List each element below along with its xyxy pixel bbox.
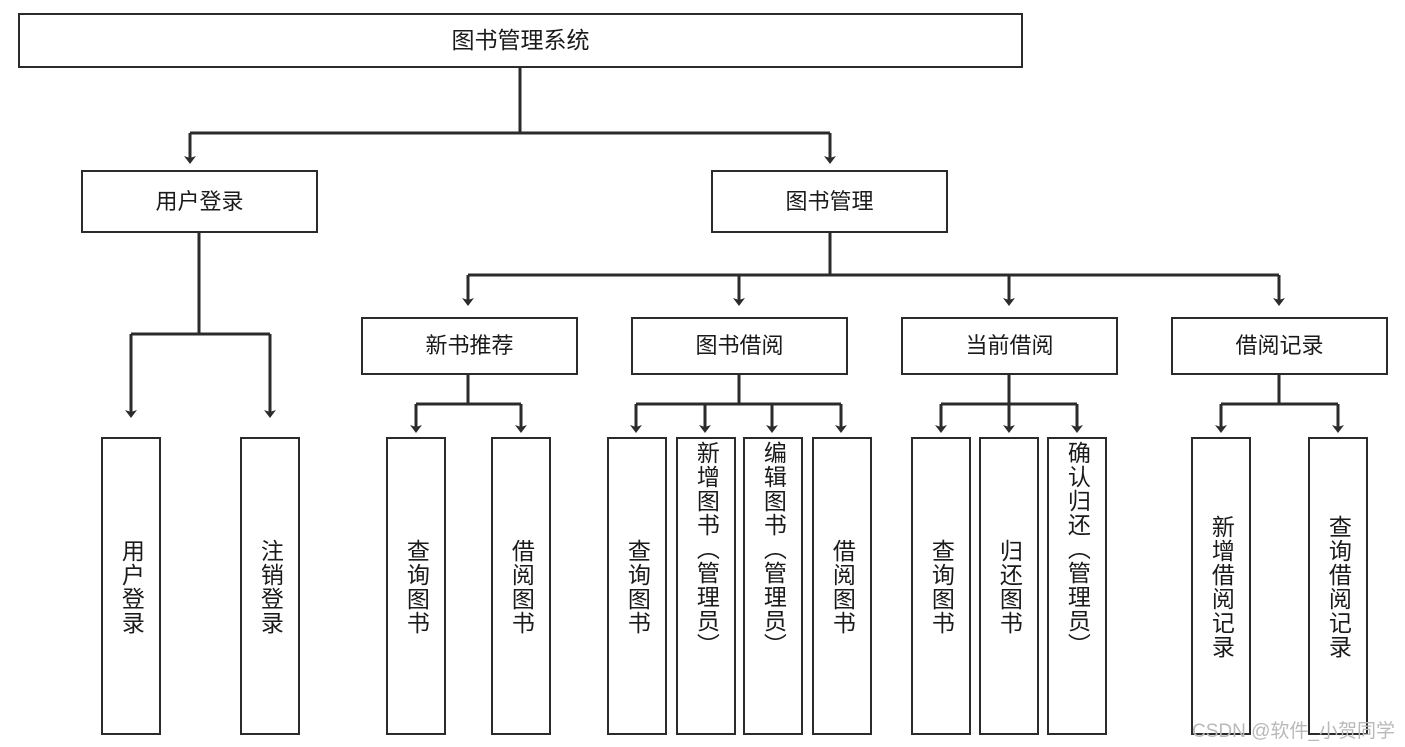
node-leaf-user-login-label: 用户登录 [118,539,145,635]
node-book-management[interactable]: 图书管理 [711,170,948,233]
node-leaf-query-record[interactable]: 查询借阅记录 [1308,437,1368,735]
node-leaf-borrow-book-2[interactable]: 借阅图书 [812,437,872,735]
node-borrow-record-label: 借阅记录 [1235,333,1324,358]
node-current-borrow-label: 当前借阅 [965,333,1054,358]
node-new-book-recommend-label: 新书推荐 [425,333,514,358]
node-leaf-edit-book-label: 编辑图书（管理员） [760,441,787,657]
node-leaf-query-book-3-label: 查询图书 [928,539,955,635]
node-leaf-return-book-label: 归还图书 [996,539,1023,635]
node-new-book-recommend[interactable]: 新书推荐 [361,317,578,375]
node-leaf-borrow-book-2-label: 借阅图书 [829,539,856,635]
node-leaf-confirm-return[interactable]: 确认归还（管理员） [1047,437,1107,735]
node-leaf-user-login[interactable]: 用户登录 [101,437,161,735]
node-book-management-label: 图书管理 [785,188,874,214]
node-leaf-return-book[interactable]: 归还图书 [979,437,1039,735]
node-leaf-add-record[interactable]: 新增借阅记录 [1191,437,1251,735]
node-leaf-confirm-return-label: 确认归还（管理员） [1064,441,1091,657]
node-leaf-edit-book[interactable]: 编辑图书（管理员） [743,437,803,735]
node-root-label: 图书管理系统 [451,27,590,53]
node-leaf-query-book-1[interactable]: 查询图书 [386,437,446,735]
node-current-borrow[interactable]: 当前借阅 [901,317,1118,375]
node-leaf-user-logout[interactable]: 注销登录 [240,437,300,735]
node-leaf-add-book-label: 新增图书（管理员） [693,441,720,657]
csdn-watermark: CSDN @软件_小贺同学 [1192,721,1395,742]
node-leaf-query-book-2-label: 查询图书 [624,539,651,635]
node-borrow-record[interactable]: 借阅记录 [1171,317,1388,375]
node-leaf-query-book-1-label: 查询图书 [403,539,430,635]
node-leaf-add-record-label: 新增借阅记录 [1208,515,1235,659]
node-book-borrow[interactable]: 图书借阅 [631,317,848,375]
node-leaf-query-book-3[interactable]: 查询图书 [911,437,971,735]
node-leaf-add-book[interactable]: 新增图书（管理员） [676,437,736,735]
node-root[interactable]: 图书管理系统 [18,13,1023,68]
node-leaf-borrow-book-1[interactable]: 借阅图书 [491,437,551,735]
node-leaf-borrow-book-1-label: 借阅图书 [508,539,535,635]
node-leaf-query-record-label: 查询借阅记录 [1325,515,1352,659]
node-leaf-user-logout-label: 注销登录 [257,539,284,635]
node-user-login[interactable]: 用户登录 [81,170,318,233]
node-user-login-label: 用户登录 [155,188,244,214]
node-book-borrow-label: 图书借阅 [695,333,784,358]
node-leaf-query-book-2[interactable]: 查询图书 [607,437,667,735]
